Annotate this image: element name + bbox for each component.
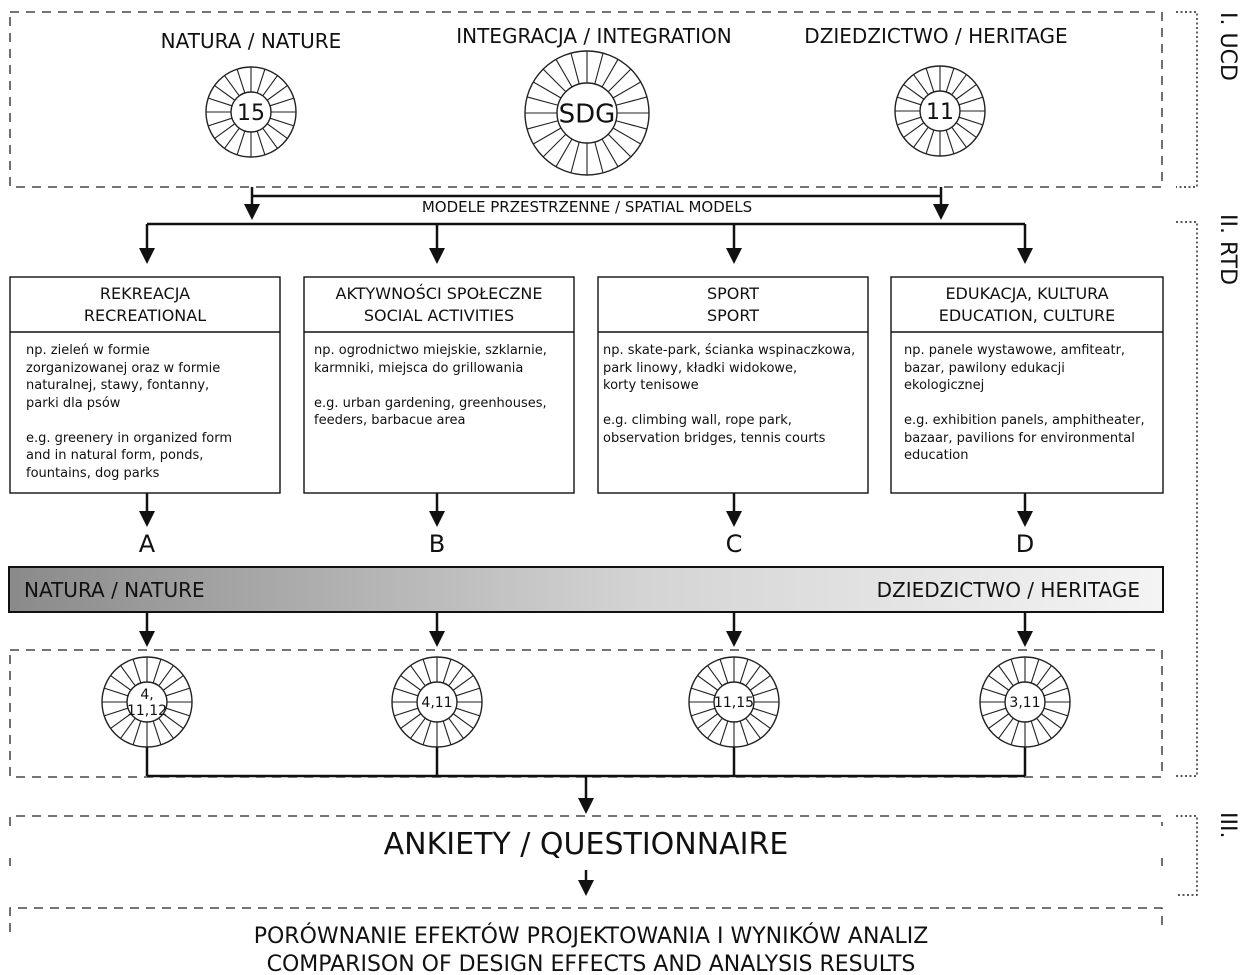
arrow-to-box-social-activities [429,224,445,264]
ucd-heritage-label: DZIEDZICTWO / HERITAGE [804,24,1067,48]
gradient-left-label: NATURA / NATURE [24,578,205,602]
questionnaire-label: ANKIETY / QUESTIONNAIRE [384,827,789,862]
category-box-sport [597,276,869,494]
sdg-dial-education-culture-label: 3,11 [1009,695,1040,711]
gradient-right-label: DZIEDZICTWO / HERITAGE [877,578,1140,602]
sdg-dial-integration-label: SDG [559,99,616,129]
arrow-to-comparison [578,870,594,896]
arrow-to-letter-recreational [139,493,155,527]
category-desc-education-culture: np. panele wystawowe, amfiteatr, bazar, … [904,343,1145,463]
section-label-iii: III. [1215,812,1240,839]
arrow-to-spatial-left [244,196,260,220]
arrow-to-box-education-culture [1017,224,1033,264]
spatial-models-label: MODELE PRZESTRZENNE / SPATIAL MODELS [422,198,752,216]
arrow-to-box-recreational [139,224,155,264]
comparison-line-1: PORÓWNANIE EFEKTÓW PROJEKTOWANIA I WYNIK… [254,923,929,949]
arrow-to-box-sport [726,224,742,264]
sdg-dial-nature: 15 [205,66,297,158]
sdg-frame [9,649,1163,778]
arrow-to-sdg-social-activities [429,612,445,647]
ucd-frame [9,11,1163,188]
arrow-to-letter-social-activities [429,493,445,527]
arrow-to-sdg-sport [726,612,742,647]
comparison-frame [9,907,1163,932]
questionnaire-frame [9,815,1163,866]
section-label-ucd: I. UCD [1215,12,1240,81]
ucd-integration-label: INTEGRACJA / INTEGRATION [456,24,732,48]
category-letter-education-culture: D [1016,530,1034,558]
category-letter-recreational: A [139,530,156,558]
category-desc-recreational: np. zieleń w formie zorganizowanej oraz … [26,343,233,481]
category-box-education-culture [890,276,1164,494]
sdg-dial-social-activities-label: 4,11 [421,695,452,711]
sdg-dial-recreational-label: 4,11,12 [127,687,167,719]
arrow-to-letter-education-culture [1017,493,1033,527]
ucd-connector [250,187,943,198]
section-bracket-rtd [1176,221,1198,777]
category-box-social-activities [303,276,575,494]
comparison-line-2: COMPARISON OF DESIGN EFFECTS AND ANALYSI… [267,952,916,975]
nature-heritage-gradient-bar [8,566,1164,613]
arrow-to-sdg-recreational [139,612,155,647]
category-letter-sport: C [726,530,743,558]
arrow-to-letter-sport [726,493,742,527]
sdg-dial-nature-label: 15 [237,101,265,126]
section-label-rtd: II. RTD [1215,214,1240,286]
arrow-to-sdg-education-culture [1017,612,1033,647]
category-desc-sport: np. skate-park, ścianka wspinaczkowa, pa… [603,343,856,446]
category-letter-social-activities: B [429,530,445,558]
sdg-dial-heritage-label: 11 [926,100,954,125]
sdg-dial-sport: 11,15 [688,656,780,776]
category-desc-social-activities: np. ogrodnictwo miejskie, szklarnie, kar… [314,343,547,428]
arrow-to-spatial-right [933,196,949,220]
sdg-dial-heritage: 11 [894,65,986,157]
sdg-dial-integration: SDG [524,50,650,176]
category-box-recreational [9,276,281,494]
sdg-dial-education-culture: 3,11 [979,656,1071,776]
sdg-dial-recreational: 4,11,12 [101,656,193,776]
ucd-nature-label: NATURA / NATURE [161,29,342,53]
section-bracket-ucd [1176,11,1198,188]
sdg-dial-social-activities: 4,11 [391,656,483,776]
sdg-dial-sport-label: 11,15 [714,695,754,711]
arrow-to-questionnaire [578,776,594,814]
section-bracket-iii [1176,815,1198,896]
